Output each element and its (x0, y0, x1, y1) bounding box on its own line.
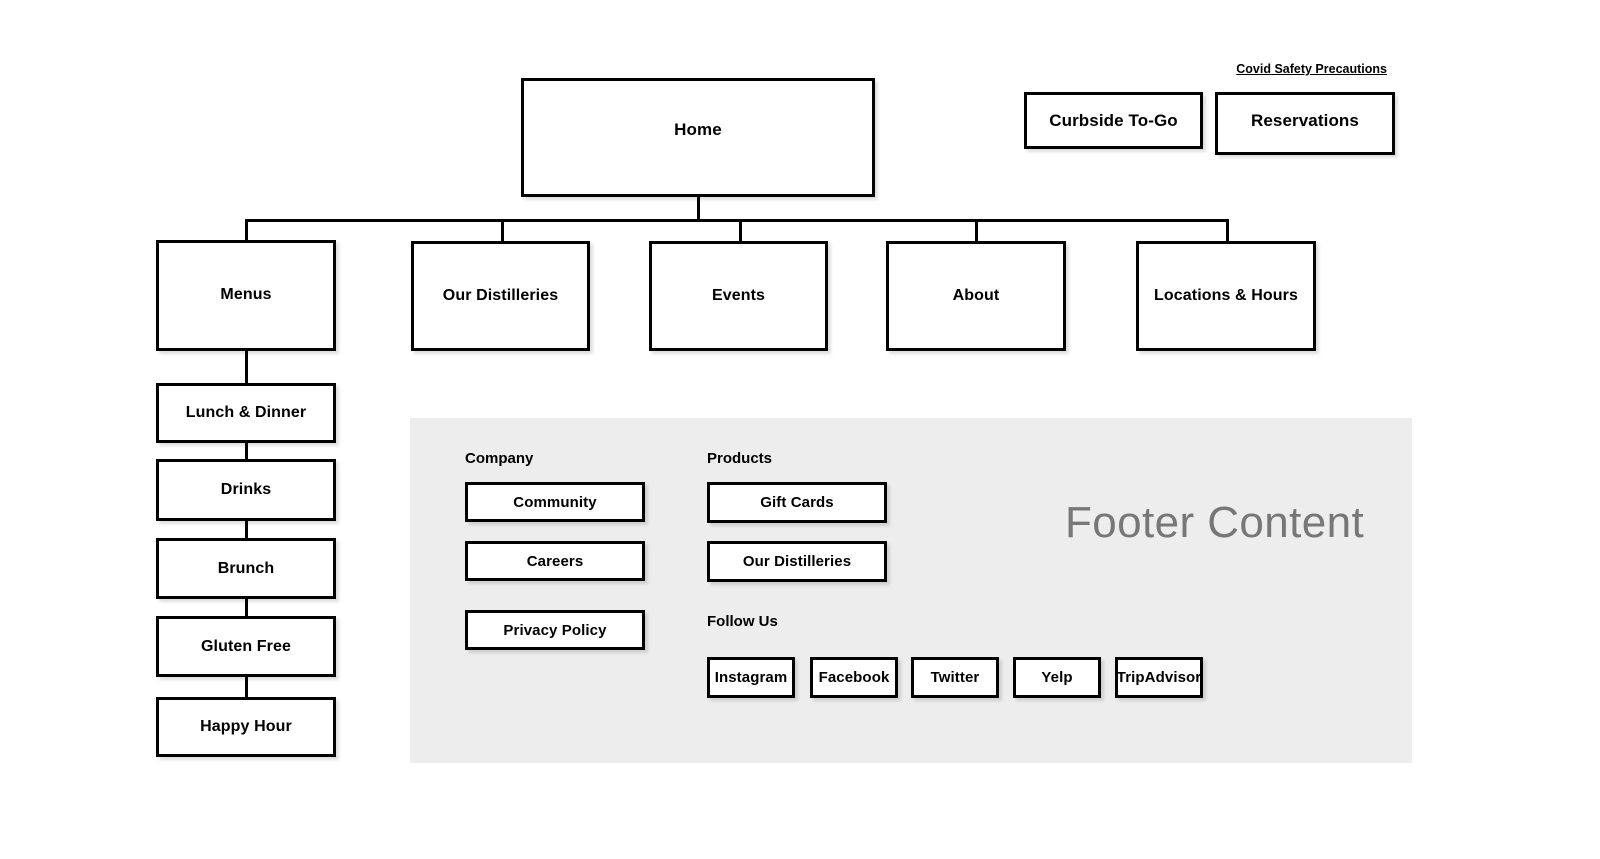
sitemap-node-locations-hours-label: Locations & Hours (1154, 287, 1298, 304)
reservations-button[interactable]: Reservations (1215, 92, 1395, 155)
sitemap-node-our-distilleries-label: Our Distilleries (442, 287, 559, 304)
sitemap-node-about-label: About (952, 287, 1000, 304)
footer-social-tripadvisor-label: TripAdvisor (1116, 669, 1202, 686)
sitemap-node-drinks-label: Drinks (220, 481, 272, 498)
connector-menus-to-lunch-dinner (245, 351, 248, 383)
connector-stub-locations-hours (1226, 219, 1229, 241)
footer-link-gift-cards-label: Gift Cards (760, 494, 834, 511)
connector-stub-menus (245, 219, 248, 241)
footer-link-careers[interactable]: Careers (465, 541, 645, 581)
sitemap-node-home-label: Home (674, 120, 722, 139)
connector-lunch-dinner-to-drinks (245, 443, 248, 459)
footer-social-twitter[interactable]: Twitter (911, 657, 999, 698)
connector-stub-events (739, 219, 742, 241)
footer-social-instagram[interactable]: Instagram (707, 657, 795, 698)
sitemap-node-gluten-free-label: Gluten Free (200, 637, 291, 655)
sitemap-node-about[interactable]: About (886, 241, 1066, 351)
sitemap-node-gluten-free[interactable]: Gluten Free (156, 616, 336, 677)
footer-social-yelp[interactable]: Yelp (1013, 657, 1101, 698)
connector-stub-our-distilleries (501, 219, 504, 241)
footer-heading-products: Products (707, 450, 773, 467)
connector-gluten-free-to-happy-hour (245, 677, 248, 697)
footer-link-community[interactable]: Community (465, 482, 645, 522)
sitemap-node-brunch[interactable]: Brunch (156, 538, 336, 599)
footer-social-facebook-label: Facebook (818, 669, 890, 686)
covid-safety-precautions-link[interactable]: Covid Safety Precautions (1236, 62, 1387, 76)
sitemap-node-menus-label: Menus (220, 286, 272, 303)
footer-link-privacy-policy[interactable]: Privacy Policy (465, 610, 645, 650)
connector-root-drop (697, 197, 700, 219)
curbside-to-go-button[interactable]: Curbside To-Go (1024, 92, 1203, 149)
connector-horizontal-bus (245, 219, 1229, 222)
sitemap-node-drinks[interactable]: Drinks (156, 459, 336, 521)
sitemap-node-events[interactable]: Events (649, 241, 828, 351)
footer-social-facebook[interactable]: Facebook (810, 657, 898, 698)
sitemap-node-home[interactable]: Home (521, 78, 875, 197)
footer-social-instagram-label: Instagram (714, 669, 788, 686)
curbside-to-go-label: Curbside To-Go (1049, 111, 1178, 130)
footer-link-our-distilleries[interactable]: Our Distilleries (707, 541, 887, 582)
footer-heading-follow-us: Follow Us (707, 613, 778, 630)
connector-brunch-to-gluten-free (245, 599, 248, 616)
footer-link-community-label: Community (513, 493, 597, 511)
footer-heading-company: Company (465, 450, 534, 467)
footer-link-our-distilleries-label: Our Distilleries (742, 553, 852, 570)
footer-link-gift-cards[interactable]: Gift Cards (707, 482, 887, 523)
connector-drinks-to-brunch (245, 521, 248, 538)
connector-stub-about (975, 219, 978, 241)
sitemap-node-lunch-dinner[interactable]: Lunch & Dinner (156, 383, 336, 443)
footer-link-privacy-policy-label: Privacy Policy (503, 621, 607, 639)
sitemap-node-happy-hour-label: Happy Hour (200, 718, 292, 735)
sitemap-node-happy-hour[interactable]: Happy Hour (156, 697, 336, 757)
footer-social-tripadvisor[interactable]: TripAdvisor (1115, 657, 1203, 698)
footer-social-twitter-label: Twitter (930, 669, 980, 686)
sitemap-node-locations-hours[interactable]: Locations & Hours (1136, 241, 1316, 351)
footer-social-yelp-label: Yelp (1041, 669, 1073, 686)
sitemap-node-events-label: Events (711, 287, 766, 304)
reservations-label: Reservations (1251, 111, 1359, 130)
sitemap-node-our-distilleries[interactable]: Our Distilleries (411, 241, 590, 351)
footer-content-placeholder: Footer Content (1065, 498, 1365, 547)
sitemap-node-menus[interactable]: Menus (156, 240, 336, 351)
sitemap-node-brunch-label: Brunch (217, 559, 275, 577)
sitemap-node-lunch-dinner-label: Lunch & Dinner (185, 404, 307, 421)
footer-panel: Footer Content Company Community Careers… (410, 418, 1412, 763)
footer-link-careers-label: Careers (526, 552, 584, 570)
